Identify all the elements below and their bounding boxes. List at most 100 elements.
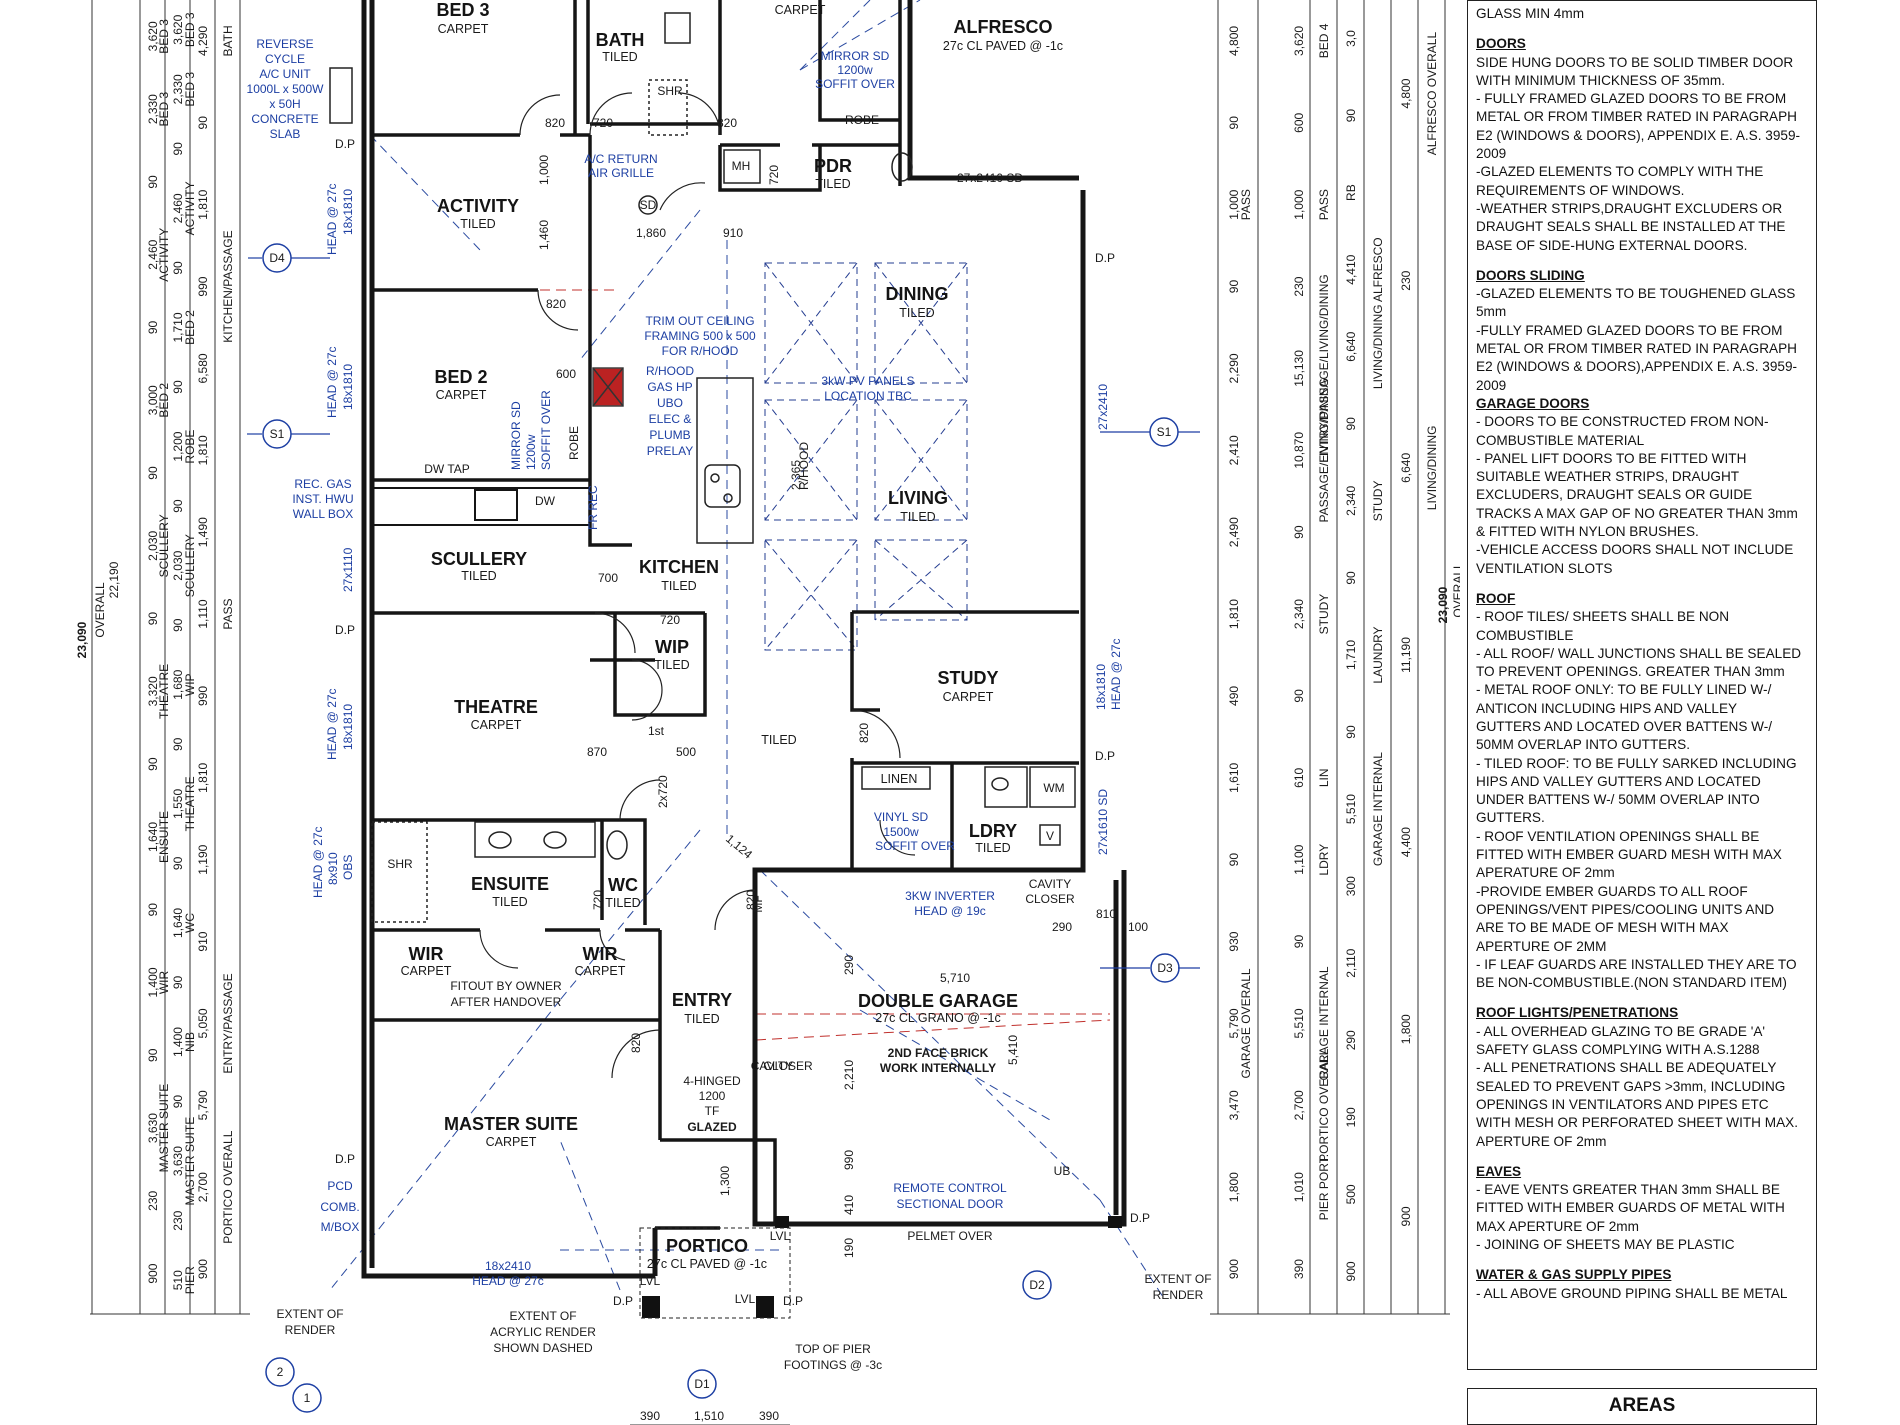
dimension-value: 4,800: [1227, 26, 1241, 56]
dimension-value: 2,340: [1292, 599, 1306, 629]
svg-text:EXTENT OF: EXTENT OF: [1144, 1272, 1211, 1286]
dimension-value: 2,460: [146, 239, 160, 269]
svg-text:5,410: 5,410: [1006, 1035, 1020, 1065]
dimension-value: 1,810: [196, 762, 210, 792]
room-name: SCULLERY: [431, 549, 527, 569]
overall-dimension: OVERALL: [93, 582, 107, 638]
dimension-label: MASTER SUITE: [157, 1084, 171, 1173]
svg-text:D.P: D.P: [613, 1294, 633, 1308]
room-name: WC: [608, 875, 638, 895]
dimension-label: LIVING/DINING: [1425, 426, 1439, 511]
svg-text:LOCATION TBC: LOCATION TBC: [824, 389, 912, 403]
note-line: APERATURE OF 2mm: [1476, 865, 1615, 881]
dimension-label: GARAGE OVERALL: [1239, 968, 1253, 1078]
room-name: WIR: [583, 944, 618, 964]
dimension-value: 900: [196, 1259, 210, 1279]
svg-text:18x1810: 18x1810: [1094, 664, 1108, 710]
note-line: 50MM OVERLAP INTO GUTTERS.: [1476, 737, 1691, 753]
dimension-value: 4,290: [196, 26, 210, 56]
linen-label: LINEN: [881, 772, 918, 786]
note-line: COMBUSTIBLE: [1476, 627, 1574, 643]
dimension-value: 3,630: [146, 1113, 160, 1143]
dimension-value: 190: [1344, 1107, 1358, 1127]
dimension-value: 3,620: [146, 21, 160, 51]
annotations: REVERSE CYCLE A/C UNIT 1000L x 500W x 50…: [247, 37, 1212, 1372]
areas-title: AREAS: [1467, 1388, 1817, 1425]
dimension-value: 3,000: [146, 385, 160, 415]
note-line: TO PREVENT OPENINGS. GREATER THAN 3mm: [1476, 664, 1785, 680]
svg-text:3kW PV PANELS: 3kW PV PANELS: [821, 374, 914, 388]
dimension-value: 90: [1292, 689, 1306, 703]
dimension-value: 3,320: [146, 676, 160, 706]
marker-1-label: 1: [304, 1391, 311, 1405]
dimension-value: 2,460: [171, 193, 185, 223]
scullery-bench: [371, 487, 591, 526]
dimension-value: 90: [171, 618, 185, 632]
dimension-value: 230: [171, 1210, 185, 1230]
svg-text:REC. GAS: REC. GAS: [294, 477, 351, 491]
svg-text:18x1810: 18x1810: [341, 189, 355, 235]
svg-text:ACRYLIC RENDER: ACRYLIC RENDER: [490, 1325, 596, 1339]
dimension-value: 10,870: [1292, 432, 1306, 469]
dimension-label: PORTICO OVERALL: [1317, 1048, 1331, 1161]
svg-text:D.P: D.P: [1095, 251, 1115, 265]
note-line: 2009: [1476, 146, 1507, 162]
note-line: - DOORS TO BE CONSTRUCTED FROM NON-: [1476, 414, 1769, 430]
dimension-value: 2,030: [146, 530, 160, 560]
detail-marker-d1: [687, 1369, 717, 1399]
room-finish: TILED: [492, 895, 527, 909]
svg-text:190: 190: [842, 1238, 856, 1258]
external-walls: [361, 0, 1127, 1279]
dimension-label: ENSUITE: [157, 811, 171, 863]
note-line: - ALL ROOF/ WALL JUNCTIONS SHALL BE SEAL…: [1476, 645, 1802, 661]
svg-text:100: 100: [1128, 920, 1148, 934]
svg-text:PLUMB: PLUMB: [649, 428, 690, 442]
note-heading: GARAGE DOORS: [1476, 395, 1590, 411]
note-line: UNDER BATTENS W-/ 50MM OVERLAP INTO: [1476, 792, 1760, 808]
svg-text:700: 700: [598, 571, 618, 585]
svg-text:1200: 1200: [699, 1089, 726, 1103]
svg-text:SHR: SHR: [387, 857, 413, 871]
note-line: -GLAZED ELEMENTS TO BE TOUGHENED GLASS: [1476, 286, 1796, 302]
dimension-label: ALFRESCO: [1371, 237, 1385, 302]
room-finish: TILED: [900, 510, 935, 524]
note-line: - ROOF VENTILATION OPENINGS SHALL BE: [1476, 828, 1760, 844]
room-name: BED 3: [436, 0, 489, 20]
svg-text:HEAD @ 27c: HEAD @ 27c: [325, 688, 339, 760]
door-dimensions: 820 720 820 1,000 720 1,460 1,860 910 82…: [537, 116, 1148, 1258]
dimension-value: 900: [1399, 1206, 1413, 1226]
room-name: ENSUITE: [471, 874, 549, 894]
svg-text:2x720: 2x720: [656, 775, 670, 808]
dimension-value: 990: [196, 276, 210, 296]
room-finish: TILED: [684, 1012, 719, 1026]
dimension-value: 5,790: [1227, 1008, 1241, 1038]
dimension-value: 2,110: [1344, 948, 1358, 977]
note-line: SLAB: [270, 127, 301, 141]
note-line: SEALED TO PREVENT GAPS >3mm, INCLUDING: [1476, 1078, 1786, 1094]
room-finish: CARPET: [471, 718, 522, 732]
svg-text:MIRROR SD: MIRROR SD: [509, 401, 523, 470]
svg-text:LVL: LVL: [770, 1229, 791, 1243]
dimension-value: 90: [1344, 417, 1358, 431]
svg-text:D.P: D.P: [335, 623, 355, 637]
note-line: -VEHICLE ACCESS DOORS SHALL NOT INCLUDE: [1476, 542, 1794, 558]
dimension-value: 1,490: [196, 517, 210, 547]
room-finish: TILED: [461, 569, 496, 583]
elevation-marker-2: [265, 1357, 295, 1387]
room-finish: TILED: [602, 50, 637, 64]
room-name: STUDY: [937, 668, 998, 688]
dimension-value: 90: [171, 380, 185, 394]
overall-dimension: 22,190: [107, 561, 121, 598]
dimension-value: 1,100: [1292, 844, 1306, 874]
note-line: COMBUSTIBLE MATERIAL: [1476, 432, 1645, 448]
note-line: REVERSE: [256, 37, 313, 51]
svg-text:FOOTINGS @ -3c: FOOTINGS @ -3c: [784, 1358, 882, 1372]
room-finish-top: CARPET: [775, 3, 826, 17]
dimension-value: 1,610: [1227, 762, 1241, 792]
room-finish: 27c CL GRANO @ -1c: [875, 1011, 1000, 1025]
dimension-value: 2,030: [171, 550, 185, 580]
marker-2-label: 2: [277, 1365, 284, 1379]
svg-text:5,710: 5,710: [940, 971, 970, 985]
svg-text:OBS: OBS: [341, 855, 355, 880]
